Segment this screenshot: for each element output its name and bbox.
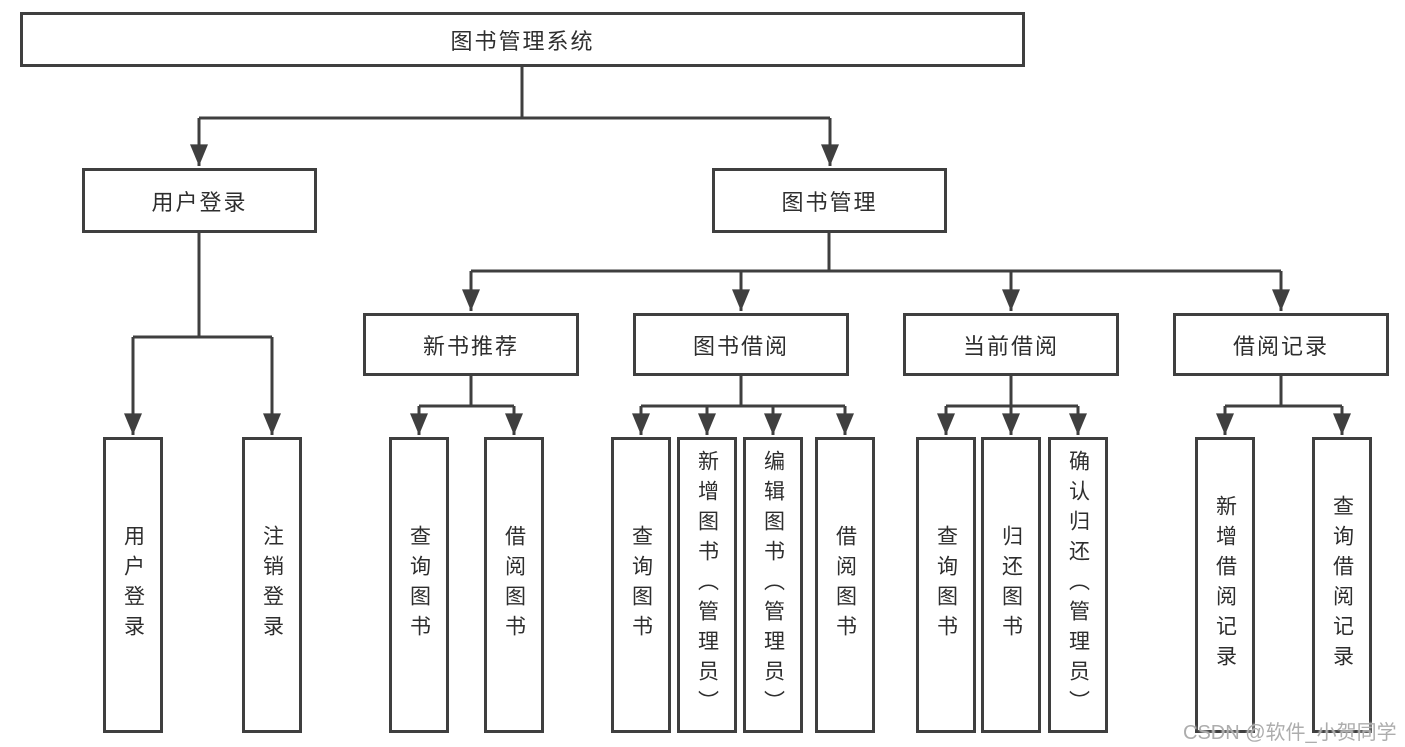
leaf-user-login-label: 用户登录 [121,525,145,645]
leaf-query-books-1: 查询图书 [389,437,449,733]
leaf-borrow-books-2: 借阅图书 [815,437,875,733]
connector-arrows [124,118,1351,435]
leaf-query-books-1-label: 查询图书 [407,525,431,645]
node-library-management-system: 图书管理系统 [20,12,1025,67]
leaf-add-books-admin: 新增图书（管理员） [677,437,737,733]
leaf-borrow-books-1: 借阅图书 [484,437,544,733]
leaf-borrow-books-1-label: 借阅图书 [502,525,526,645]
leaf-confirm-return-admin: 确认归还（管理员） [1048,437,1108,733]
node-book-borrowing: 图书借阅 [633,313,849,376]
leaf-confirm-return-admin-label: 确认归还（管理员） [1066,450,1090,720]
leaf-query-books-3-label: 查询图书 [934,525,958,645]
leaf-add-borrow-record: 新增借阅记录 [1195,437,1255,733]
leaf-edit-books-admin: 编辑图书（管理员） [743,437,803,733]
node-new-book-recommendation: 新书推荐 [363,313,579,376]
node-user-login: 用户登录 [82,168,317,233]
node-borrowing-records: 借阅记录 [1173,313,1389,376]
leaf-borrow-books-2-label: 借阅图书 [833,525,857,645]
leaf-query-borrow-record-label: 查询借阅记录 [1330,495,1354,675]
leaf-query-books-2: 查询图书 [611,437,671,733]
leaf-edit-books-admin-label: 编辑图书（管理员） [761,450,785,720]
leaf-logout: 注销登录 [242,437,302,733]
leaf-return-books-label: 归还图书 [999,525,1023,645]
leaf-query-books-2-label: 查询图书 [629,525,653,645]
leaf-return-books: 归还图书 [981,437,1041,733]
leaf-query-books-3: 查询图书 [916,437,976,733]
leaf-query-borrow-record: 查询借阅记录 [1312,437,1372,733]
node-book-management: 图书管理 [712,168,947,233]
node-current-borrowing: 当前借阅 [903,313,1119,376]
leaf-add-books-admin-label: 新增图书（管理员） [695,450,719,720]
leaf-logout-label: 注销登录 [260,525,284,645]
leaf-add-borrow-record-label: 新增借阅记录 [1213,495,1237,675]
leaf-user-login: 用户登录 [103,437,163,733]
csdn-watermark: CSDN @软件_小贺同学 [1183,722,1397,744]
